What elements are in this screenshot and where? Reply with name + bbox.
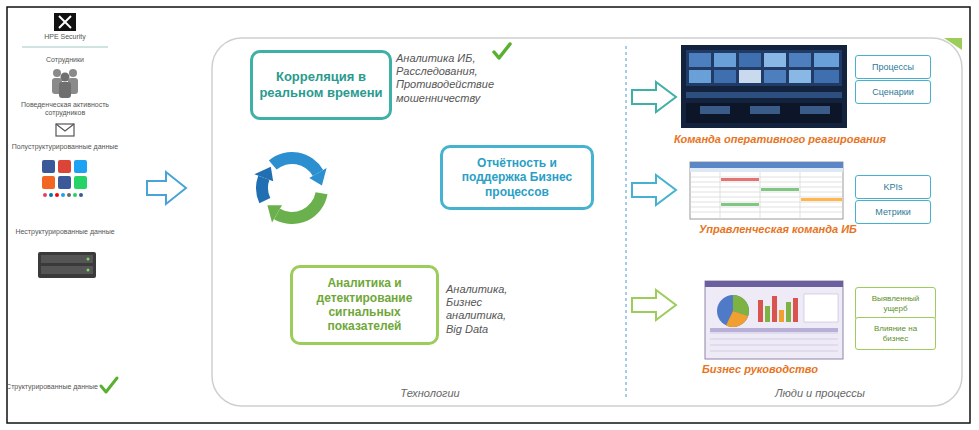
tag-box: Влияние на бизнес [855, 317, 936, 350]
dashboard-screenshot [705, 281, 843, 359]
source-caption: Структурированные данные [2, 383, 102, 391]
source-caption: Полуструктурированные данные [12, 143, 119, 150]
corner-mark [944, 38, 962, 50]
output-arrow [632, 82, 676, 112]
technology-panel [212, 38, 962, 406]
check-mark [494, 44, 510, 58]
source-caption: Полуструктурированные данные [10, 143, 120, 151]
logo-icon [54, 13, 76, 31]
server-icon [38, 252, 96, 278]
report-screenshot [690, 162, 843, 219]
output-arrow [632, 175, 676, 205]
process-box: Корреляция в реальном времени [250, 50, 392, 120]
control-room-photo [681, 45, 847, 128]
source-caption: Структурированные данные [6, 383, 98, 390]
output-arrow [632, 290, 676, 320]
box-text: Отчётность и поддержка Бизнес процессов [448, 156, 586, 199]
source-caption: Поведенческая активность сотрудников [10, 101, 120, 117]
tag-box: Метрики [855, 200, 931, 224]
envelope-icon [56, 124, 74, 136]
source-caption: Сотрудники [10, 56, 120, 64]
team-caption: Бизнес руководство [702, 363, 818, 375]
social-icons [42, 160, 87, 197]
outer-frame [7, 7, 970, 423]
process-box: Отчётность и поддержка Бизнес процессов [440, 145, 594, 210]
box-text: Сценарии [872, 87, 914, 98]
divider-line [626, 46, 627, 398]
note-text: Аналитика, Бизнес аналитика, Big Data [446, 283, 518, 336]
input-arrow [147, 172, 186, 204]
box-text: Процессы [872, 62, 914, 73]
section-label: Технологии [400, 387, 459, 399]
separator-line [22, 47, 108, 48]
note-text: Аналитика, Бизнес аналитика, Big Data [446, 283, 507, 335]
source-caption: HPE Security [44, 33, 86, 40]
note-text: Аналитика ИБ, Расследования, Противодейс… [396, 52, 494, 104]
source-caption: Неструктурированные данные [15, 228, 114, 235]
people-icon [52, 69, 78, 98]
box-text: Влияние на бизнес [861, 324, 930, 343]
section-label: Люди и процессы [740, 387, 900, 400]
source-caption: Сотрудники [46, 56, 84, 63]
team-caption: Управленческая команда ИБ [699, 223, 857, 235]
box-text: Аналитика и детектирование сигнальных по… [298, 276, 431, 334]
team-caption: Команда оперативного реагирования [650, 133, 910, 146]
tag-box: Сценарии [855, 80, 931, 104]
source-caption: HPE Security [10, 33, 120, 41]
tag-box: KPIs [855, 175, 931, 199]
section-label: Люди и процессы [775, 387, 865, 399]
box-text: Метрики [875, 207, 910, 218]
team-caption: Команда оперативного реагирования [674, 133, 886, 145]
box-text: Корреляция в реальном времени [258, 69, 384, 100]
box-text: Выявленный ущерб [861, 294, 930, 313]
team-caption: Управленческая команда ИБ [658, 223, 898, 236]
note-text: Аналитика ИБ, Расследования, Противодейс… [396, 52, 516, 105]
tag-box: Процессы [855, 55, 931, 79]
process-box: Аналитика и детектирование сигнальных по… [290, 265, 439, 345]
team-caption: Бизнес руководство [655, 363, 865, 376]
section-label: Технологии [360, 387, 500, 400]
check-mark [101, 378, 117, 392]
tag-box: Выявленный ущерб [855, 287, 936, 320]
cycle-icon [254, 152, 327, 224]
box-text: KPIs [883, 182, 902, 193]
source-caption: Поведенческая активность сотрудников [21, 101, 109, 116]
source-caption: Неструктурированные данные [10, 228, 120, 236]
